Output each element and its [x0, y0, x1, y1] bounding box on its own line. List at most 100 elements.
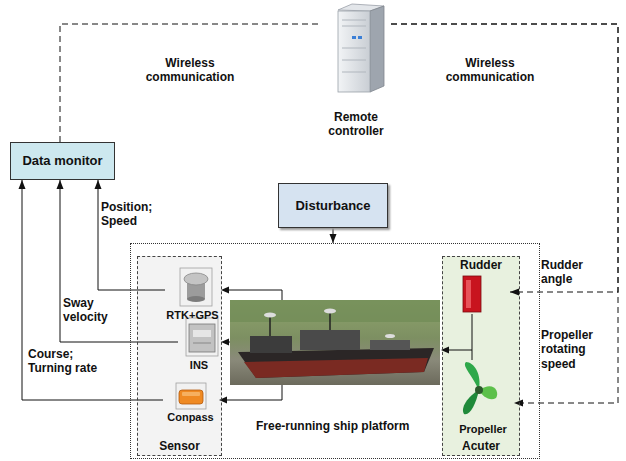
arrow-head — [514, 400, 523, 407]
ins-plate — [193, 330, 211, 337]
icon-frame — [176, 383, 206, 409]
compass-icon — [176, 383, 206, 409]
ship-mast — [269, 316, 271, 336]
connector-line — [98, 180, 165, 290]
server-slot — [342, 48, 366, 49]
edge-label: Position; Speed — [101, 200, 161, 229]
ship-hull-bottom — [244, 358, 428, 378]
edge-label: Rudder angle — [541, 258, 613, 287]
server-side — [370, 6, 384, 92]
rudder-highlight — [466, 280, 471, 308]
ship-antenna — [264, 313, 276, 318]
signal-line — [229, 290, 282, 300]
arrow-head — [95, 180, 102, 189]
connector — [391, 24, 618, 296]
rudder-icon — [463, 276, 481, 312]
icon-frame — [186, 318, 218, 356]
connector — [60, 24, 321, 142]
region-fill — [442, 256, 520, 456]
connector-line — [391, 24, 618, 403]
connector-line — [60, 24, 321, 142]
node-text: Data monitor — [22, 153, 102, 169]
node-text: Sensor — [138, 439, 221, 453]
connector — [19, 180, 164, 400]
platform-region: Free-running ship platformSensorRTK+GPSI… — [130, 243, 540, 459]
rudder-blade — [463, 276, 481, 312]
ship-mast — [329, 312, 331, 330]
sensor-group: Sensor RTK+GPS INS Conpass — [137, 256, 222, 456]
server-slot — [342, 26, 366, 27]
node-text: INS — [178, 359, 220, 372]
ship-antenna — [324, 309, 336, 314]
server-light — [358, 36, 362, 39]
connector — [330, 228, 337, 243]
ship-deckhouse — [300, 330, 360, 350]
actuator-group: Acuter RudderPropeller — [442, 256, 520, 456]
connector-line — [22, 180, 163, 400]
propeller-blade — [463, 390, 479, 414]
propeller-blade — [465, 362, 480, 390]
connector — [472, 314, 473, 360]
gps-base — [187, 296, 205, 302]
sensor-node: RTK+GPS — [165, 268, 220, 324]
connector — [57, 180, 179, 342]
node-text: Remote controller — [321, 110, 391, 139]
server-slot — [342, 20, 366, 21]
arrow-head — [221, 339, 229, 346]
node-text: Propeller — [452, 423, 514, 436]
propeller-hub — [475, 386, 483, 394]
gps-icon — [180, 268, 212, 306]
ins-body — [189, 324, 215, 352]
ship-bridge — [250, 336, 292, 353]
server-slot — [342, 60, 366, 61]
sensor-node: INS — [178, 316, 220, 374]
compass-top — [182, 392, 200, 396]
disturbance-box: Disturbance — [278, 183, 388, 228]
node-text: Conpass — [163, 411, 218, 424]
connector-line — [391, 24, 618, 292]
compass-body — [179, 390, 203, 404]
server-slot — [342, 72, 366, 73]
free-label: Wireless communication — [440, 56, 540, 85]
process-box: Data monitor — [10, 142, 115, 180]
signal-line — [227, 385, 282, 400]
photo-ground — [230, 300, 440, 385]
signal-line — [229, 342, 230, 343]
propeller-icon — [463, 362, 497, 414]
arrow-head — [219, 397, 227, 404]
ins-icon — [186, 318, 218, 356]
ship-signal-lines — [219, 287, 472, 404]
sensor-node: Conpass — [163, 380, 218, 428]
node-text: Disturbance — [295, 198, 370, 214]
server-light — [352, 36, 356, 39]
arrow-head — [510, 289, 519, 296]
edge-label: Sway velocity — [63, 296, 125, 325]
arrow-head — [221, 287, 229, 294]
arrow-head — [57, 180, 64, 189]
actuator-node: Rudder — [452, 258, 510, 314]
connectors — [19, 24, 619, 407]
connector — [391, 24, 618, 407]
actuator-node: Propeller — [452, 360, 514, 438]
icon-frame — [180, 268, 212, 306]
node-text: Acuter — [443, 439, 519, 453]
ship-deck — [370, 340, 410, 350]
edge-label: Propeller rotating speed — [541, 328, 615, 371]
node-text: RTK+GPS — [165, 309, 220, 322]
server-icon — [338, 4, 384, 92]
region-fill — [137, 256, 222, 456]
edge-label: Wireless communication — [140, 56, 240, 85]
photo-trees — [230, 300, 440, 322]
gps-dome — [184, 273, 208, 285]
server-front — [338, 11, 370, 92]
connector-line — [60, 180, 178, 342]
signal-line — [449, 350, 472, 351]
arrow-head — [19, 180, 26, 189]
node-text: Rudder — [452, 258, 510, 272]
ship-photo — [230, 300, 440, 385]
server-node: Remote controller — [321, 4, 391, 144]
ins-line — [193, 343, 211, 344]
connector-line — [472, 314, 473, 360]
